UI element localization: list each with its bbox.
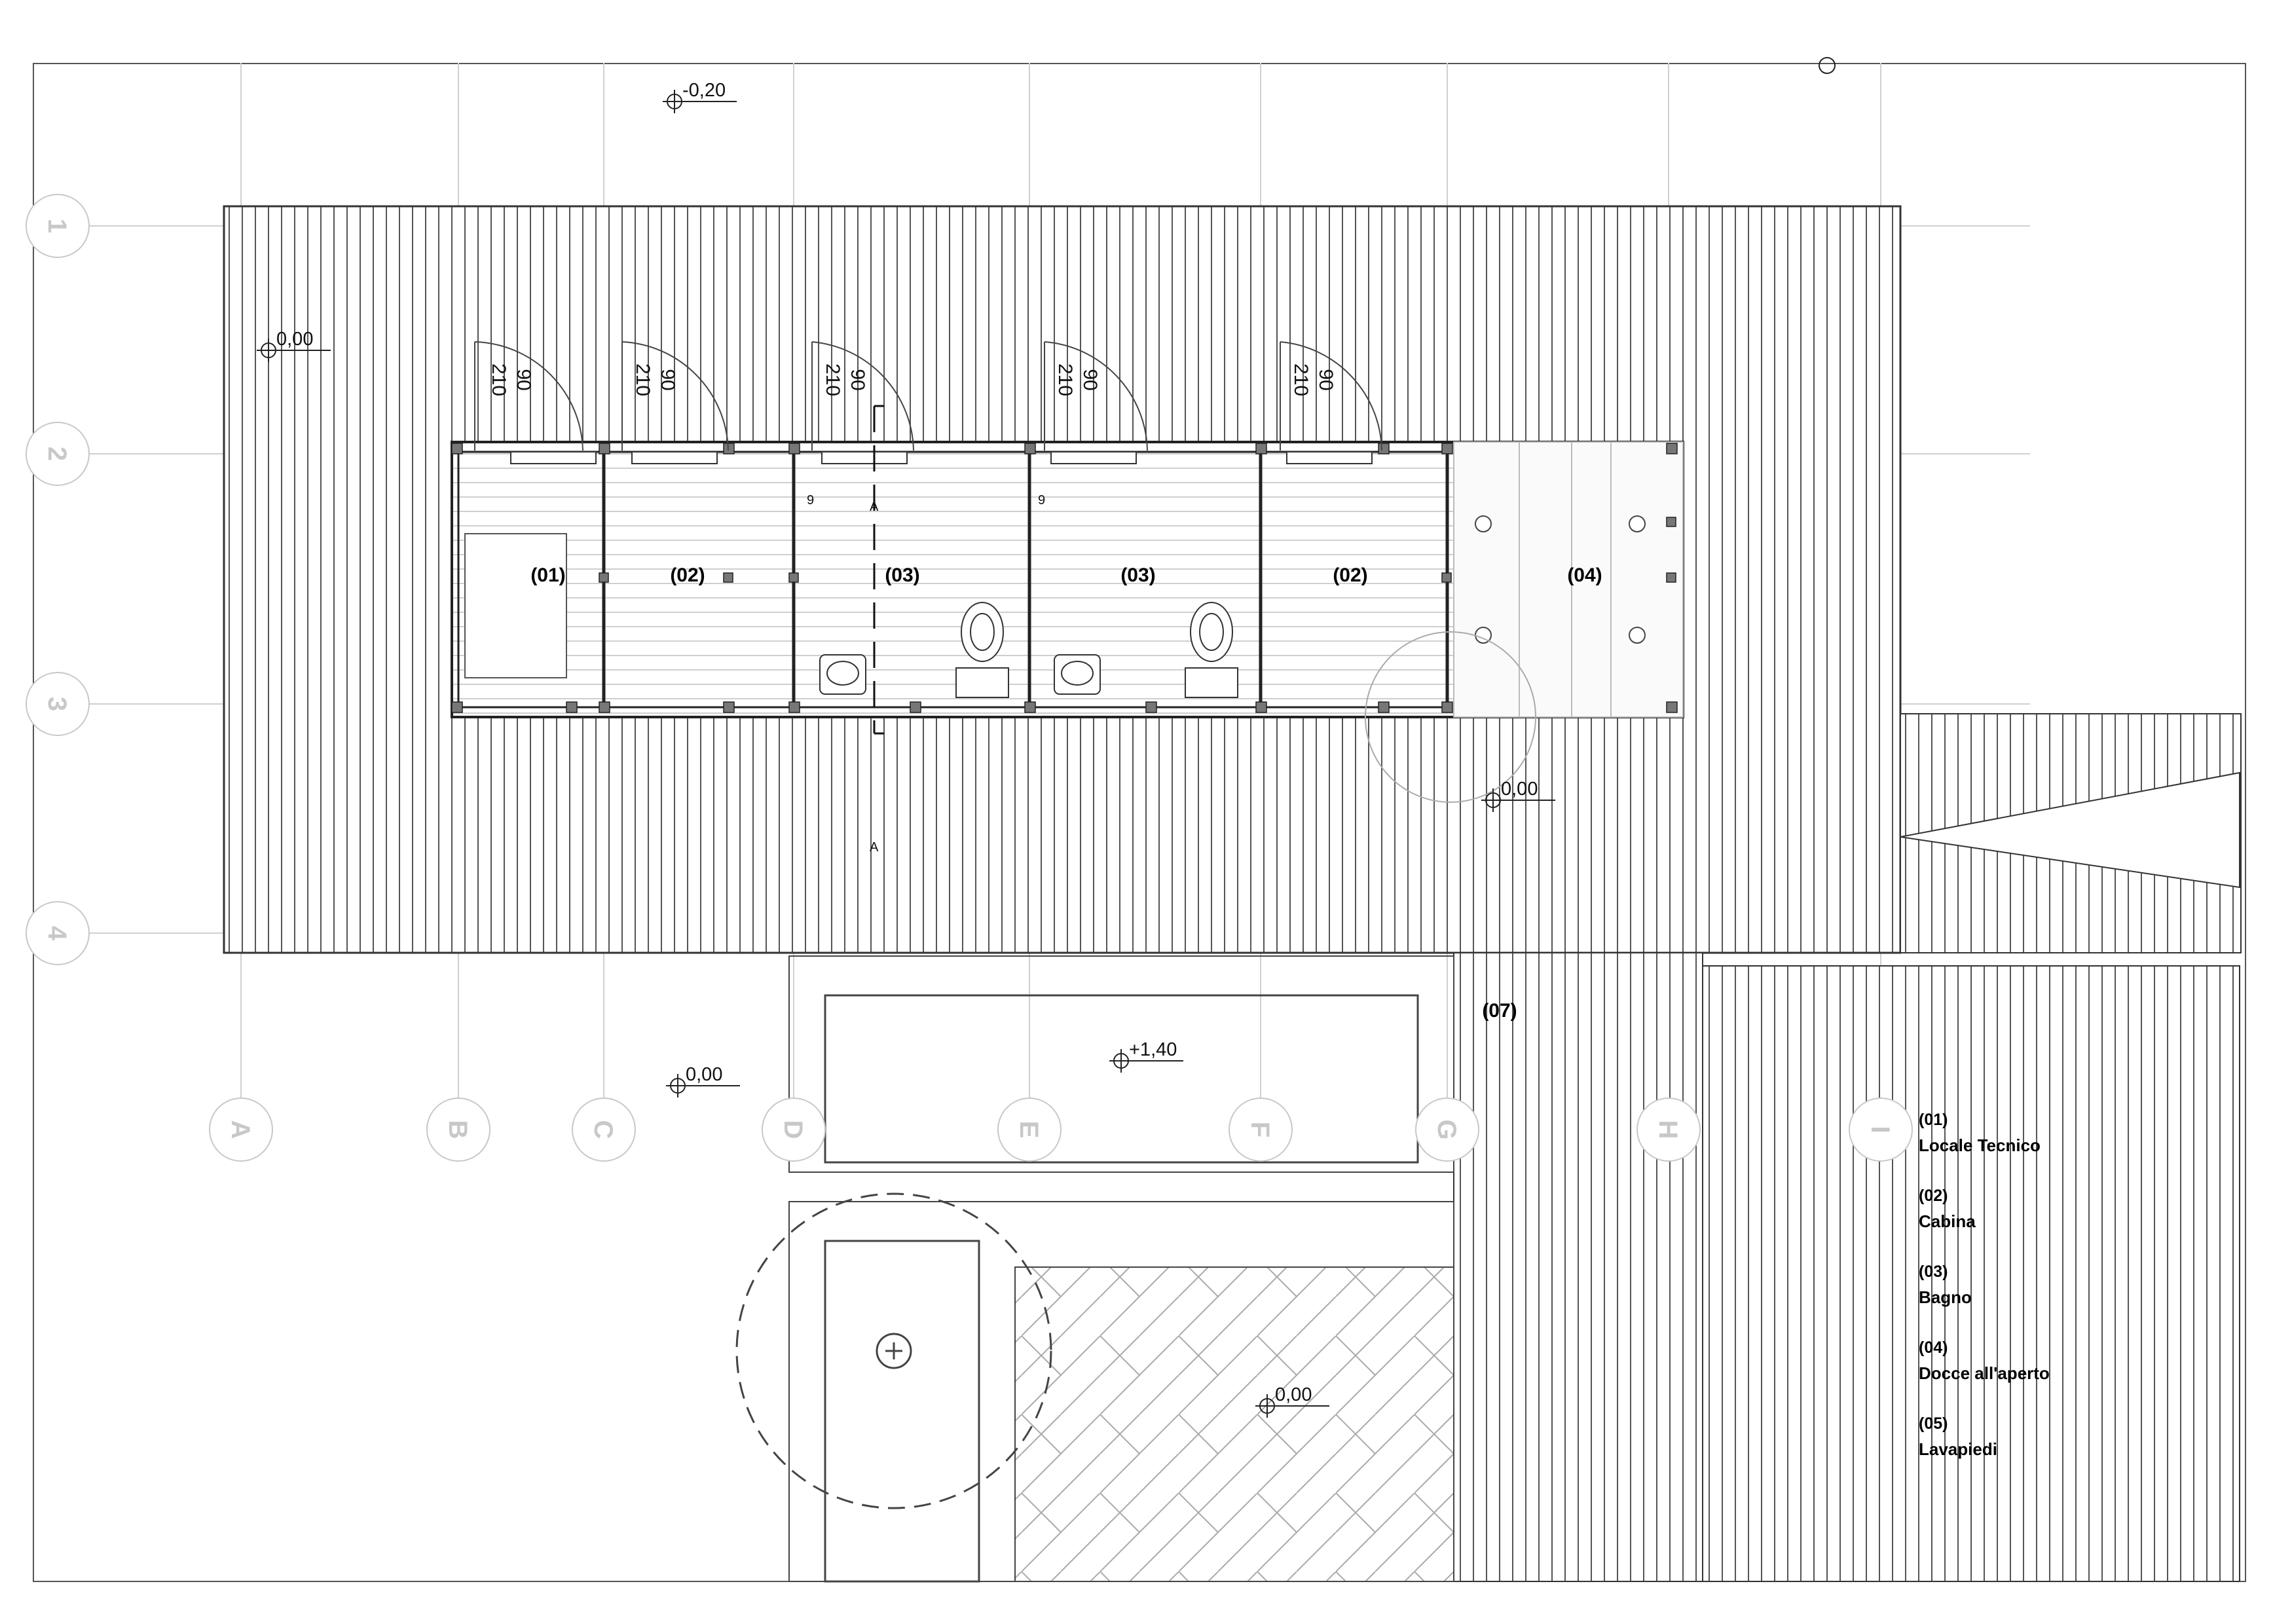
legend-code: (02) bbox=[1919, 1187, 1948, 1205]
building bbox=[451, 341, 1684, 803]
elevation-value: 0,00 bbox=[1275, 1384, 1312, 1405]
section-mark: A bbox=[870, 500, 879, 514]
grid-column-label: B bbox=[443, 1120, 472, 1139]
elevation-marker: 0,00 bbox=[257, 329, 331, 362]
room-code-label: (02) bbox=[1333, 564, 1367, 586]
grid-column-marker: I bbox=[1849, 1098, 1913, 1162]
legend-code: (05) bbox=[1919, 1414, 1948, 1433]
elevation-value: 0,00 bbox=[686, 1064, 722, 1085]
legend-name: Locale Tecnico bbox=[1919, 1135, 2041, 1155]
grid-column-marker: B bbox=[426, 1098, 490, 1162]
elevation-value: -0,20 bbox=[682, 80, 726, 101]
grid-column-marker: E bbox=[997, 1098, 1062, 1162]
door-width-label: 90 bbox=[1079, 369, 1101, 390]
elevation-value: 0,00 bbox=[1501, 779, 1538, 800]
legend-item: (03) Bagno bbox=[1919, 1263, 1972, 1307]
grid-column-label: G bbox=[1432, 1119, 1461, 1139]
sanitary-fixtures bbox=[510, 451, 1373, 698]
grid-column-marker: C bbox=[572, 1098, 636, 1162]
grid-column-marker: H bbox=[1636, 1098, 1701, 1162]
legend-item: (02) Cabina bbox=[1919, 1187, 1976, 1231]
grid-column-marker: F bbox=[1229, 1098, 1293, 1162]
section-marks: A A 9 9 bbox=[807, 493, 1045, 855]
legend-code: (03) bbox=[1919, 1263, 1948, 1281]
elevation-value: +1,40 bbox=[1129, 1039, 1177, 1060]
door-width-label: 90 bbox=[1315, 369, 1337, 390]
reference-marker bbox=[1819, 57, 1836, 74]
grid-row-marker: 3 bbox=[26, 672, 90, 736]
legend-name: Cabina bbox=[1919, 1211, 1976, 1231]
grid-column-marker: G bbox=[1415, 1098, 1479, 1162]
door-height-label: 210 bbox=[632, 363, 654, 396]
grid-column-label: H bbox=[1654, 1120, 1682, 1139]
section-mark: A bbox=[870, 840, 879, 855]
grid-row-label: 3 bbox=[43, 697, 71, 711]
legend: (01) Locale Tecnico (02) Cabina (03) Bagno (04… bbox=[1919, 1111, 2050, 1459]
elevation-marker: 0,00 bbox=[1255, 1384, 1329, 1418]
legend-name: Lavapiedi bbox=[1919, 1439, 1997, 1459]
room-code-label: (04) bbox=[1567, 564, 1602, 586]
door-height-label: 210 bbox=[822, 363, 843, 396]
ramp-arrow bbox=[1900, 771, 2240, 889]
grid-row-marker: 4 bbox=[26, 901, 90, 965]
grid-row-marker: 1 bbox=[26, 194, 90, 258]
grid-column-label: E bbox=[1014, 1121, 1043, 1139]
grid-column-label: D bbox=[779, 1120, 807, 1139]
elevation-marker: 0,00 bbox=[666, 1064, 740, 1098]
door-height-label: 210 bbox=[488, 363, 509, 396]
grid-column-label: F bbox=[1246, 1122, 1274, 1137]
grid-row-label: 2 bbox=[43, 447, 71, 461]
elevation-markers: -0,20 0,00 0,00 +1,40 0,00 0,00 bbox=[257, 57, 1836, 1418]
door-height-label: 210 bbox=[1054, 363, 1076, 396]
grid-column-label: C bbox=[589, 1120, 618, 1139]
elevation-marker: -0,20 bbox=[663, 80, 737, 113]
legend-code: (04) bbox=[1919, 1338, 1948, 1357]
room-code-label: (01) bbox=[530, 564, 565, 586]
grid-column-marker: A bbox=[209, 1098, 273, 1162]
door-width-label: 90 bbox=[657, 369, 678, 390]
grid-column-label: A bbox=[226, 1120, 255, 1139]
grid-column-label: I bbox=[1866, 1126, 1895, 1133]
legend-item: (05) Lavapiedi bbox=[1919, 1414, 1997, 1459]
door-width-label: 90 bbox=[847, 369, 868, 390]
room-code-label: (03) bbox=[885, 564, 919, 586]
room-code-label: (03) bbox=[1120, 564, 1155, 586]
section-mark: 9 bbox=[1038, 493, 1045, 507]
room-code-label: (02) bbox=[670, 564, 705, 586]
lower-structures bbox=[735, 955, 1454, 1583]
elevation-marker: 0,00 bbox=[1481, 779, 1555, 812]
grid-row-marker: 2 bbox=[26, 422, 90, 486]
legend-name: Docce all'aperto bbox=[1919, 1363, 2050, 1383]
room-labels: (01) (02) (03) (03) (02) (04) (07) bbox=[530, 564, 1602, 1022]
door-swings bbox=[474, 341, 1382, 451]
grid-column-marker: D bbox=[762, 1098, 826, 1162]
room-code-label: (07) bbox=[1482, 1000, 1517, 1022]
section-mark: 9 bbox=[807, 493, 814, 507]
legend-item: (01) Locale Tecnico bbox=[1919, 1111, 2041, 1155]
section-line bbox=[873, 405, 884, 735]
legend-name: Bagno bbox=[1919, 1287, 1972, 1307]
legend-item: (04) Docce all'aperto bbox=[1919, 1338, 2050, 1383]
elevation-value: 0,00 bbox=[276, 329, 313, 350]
elevation-marker: +1,40 bbox=[1109, 1039, 1183, 1073]
shower-heads bbox=[1475, 515, 1646, 644]
legend-code: (01) bbox=[1919, 1111, 1948, 1129]
door-height-label: 210 bbox=[1290, 363, 1312, 396]
grid-row-label: 1 bbox=[43, 219, 71, 233]
door-width-label: 90 bbox=[513, 369, 534, 390]
grid-row-label: 4 bbox=[43, 926, 71, 941]
